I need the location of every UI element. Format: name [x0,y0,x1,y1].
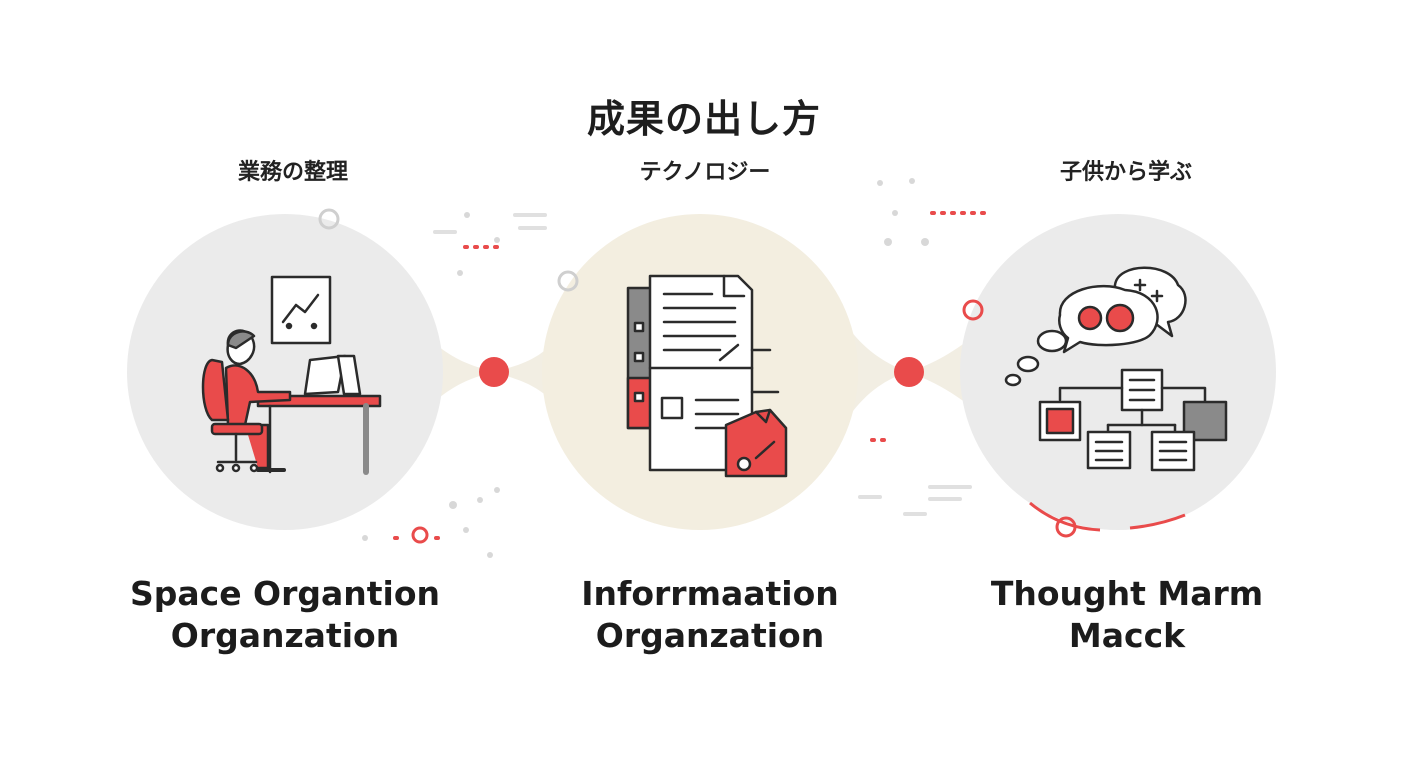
panel-1-label-line-1: Space Organtion [129,574,441,613]
decorations [318,208,1186,544]
panel-2-label-line-1: Inforrmaation [581,574,839,613]
dot-decorations [362,178,929,558]
person-at-desk-icon [201,275,382,475]
connector-node-1 [479,357,509,387]
diagram-title: 成果の出し方 [586,97,821,141]
connector-node-2 [894,357,924,387]
panel-3-label-line-2: Macck [1068,616,1186,655]
panel-3-label: Thought Marm Macck [917,573,1337,657]
panel-1-subtitle: 業務の整理 [237,160,348,185]
panel-2-label: Inforrmaation Organzation [500,573,920,657]
panel-1-label: Space Organtion Organzation [75,573,495,657]
panel-2-subtitle: テクノロジー [639,160,771,185]
thought-bubble-icon [1004,266,1228,472]
panel-3-label-line-1: Thought Marm [990,574,1264,613]
panel-1-label-line-2: Organzation [170,616,400,655]
panel-2-label-line-2: Organzation [595,616,825,655]
thought-circle [960,214,1276,530]
documents-icon [626,274,788,478]
space-circle [127,214,443,530]
panel-3-subtitle: 子供から学ぶ [1059,160,1192,185]
